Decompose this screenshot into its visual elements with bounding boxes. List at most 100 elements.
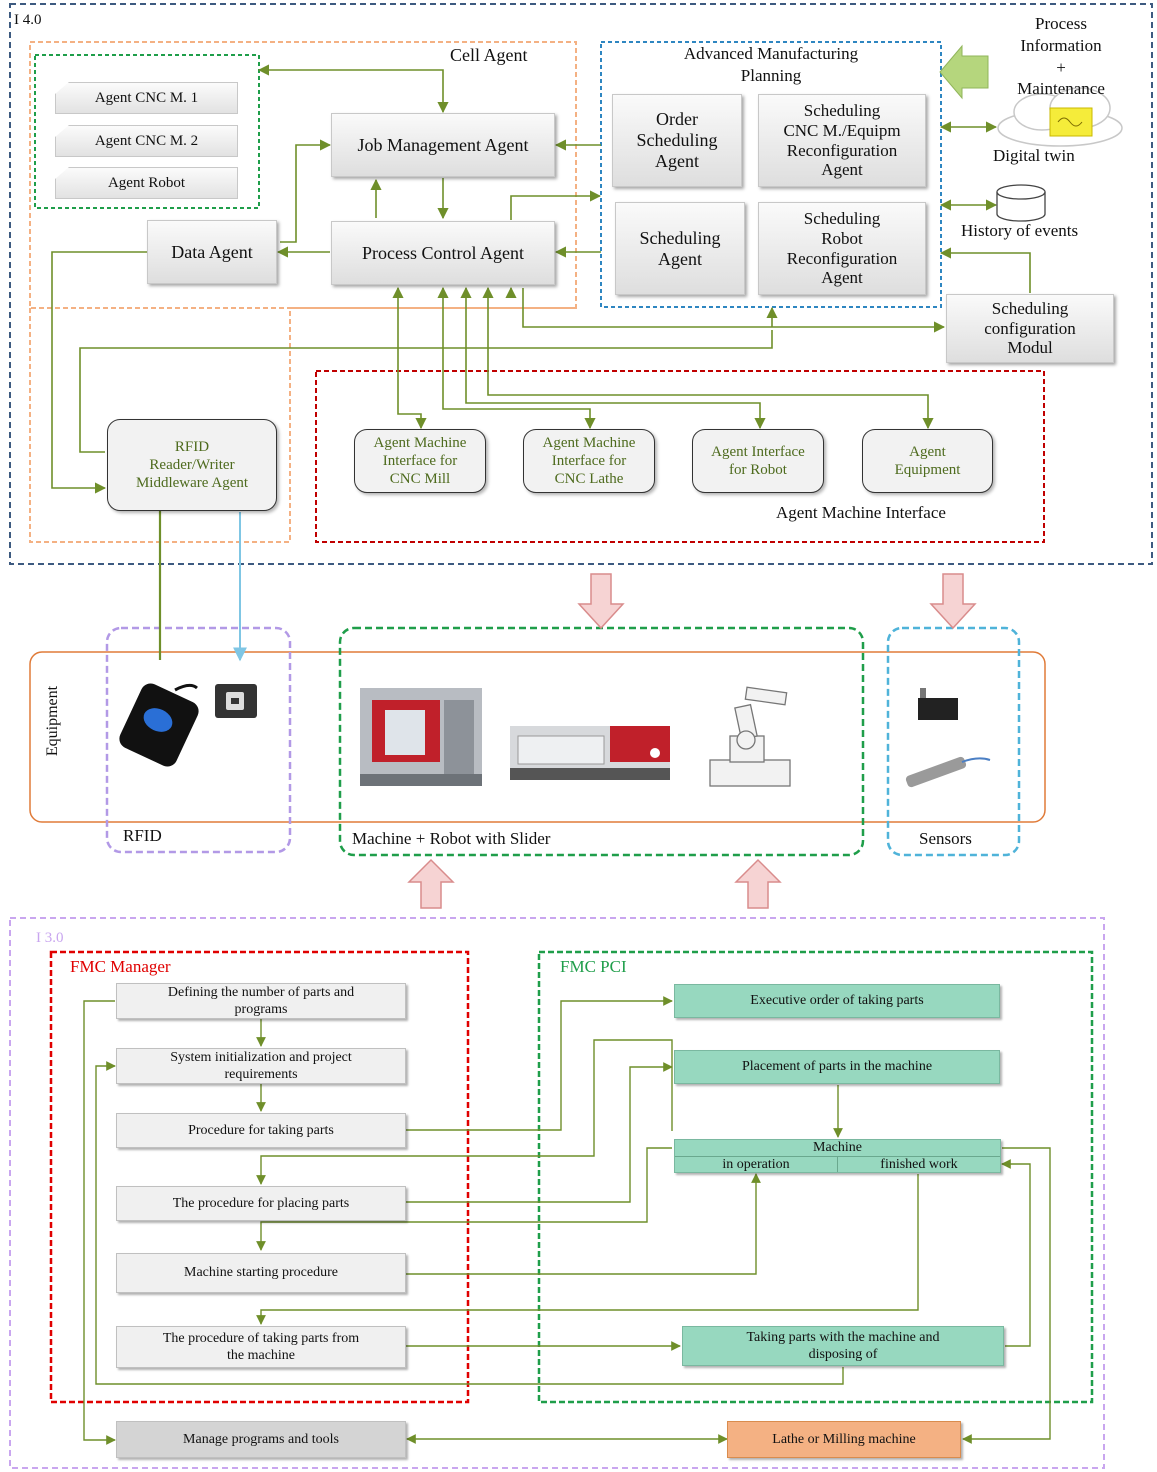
amp-frame xyxy=(600,41,942,308)
cnc-mill-image xyxy=(360,688,482,786)
agent-cnc-m2[interactable]: Agent CNC M. 2 xyxy=(55,125,238,157)
scheduling-cnc-reconfiguration-agent[interactable]: Scheduling CNC M./Equipm Reconfiguration… xyxy=(758,94,926,187)
ami-mill-line3: CNC Mill xyxy=(389,471,451,487)
fmc-manager-title: FMC Manager xyxy=(70,957,171,976)
ms6-line2: the machine xyxy=(226,1348,296,1363)
pi-line4: Maintenance xyxy=(1017,79,1105,99)
ami-robot-line1: Agent Interface xyxy=(711,444,805,460)
ms1-line1: Defining the number of parts and xyxy=(167,984,355,1000)
scm-line1: Scheduling xyxy=(991,299,1069,319)
rfid-tag-image xyxy=(215,684,257,718)
ami-cnc-mill[interactable]: Agent Machine Interface for CNC Mill xyxy=(354,429,486,493)
ami-eq-line2: Equipment xyxy=(894,462,961,478)
data-agent[interactable]: Data Agent xyxy=(147,220,277,284)
digital-twin-label: Digital twin xyxy=(993,146,1075,165)
process-control-agent[interactable]: Process Control Agent xyxy=(331,221,555,285)
rfid-middleware-agent[interactable]: RFID Reader/Writer Middleware Agent xyxy=(107,419,277,511)
amp-title-line1: Advanced Manufacturing xyxy=(683,44,859,63)
amp-title-line2: Planning xyxy=(740,66,802,86)
executive-order-box[interactable]: Executive order of taking parts xyxy=(674,984,1000,1018)
scnc-line2: CNC M./Equipm xyxy=(783,120,901,140)
process-info-arrow xyxy=(939,44,989,100)
sa-line1: Scheduling xyxy=(639,227,721,248)
srobot-line3: Reconfiguration xyxy=(786,248,898,268)
finished-work-label[interactable]: finished work xyxy=(880,1157,958,1172)
ami-lathe-line1: Agent Machine xyxy=(542,435,636,451)
rfid-label: RFID xyxy=(123,826,162,845)
scheduling-configuration-modul[interactable]: Scheduling configuration Modul xyxy=(946,294,1114,363)
history-of-events-label: History of events xyxy=(961,221,1079,240)
cnc-lathe-image xyxy=(510,726,670,780)
agents-list-frame xyxy=(34,54,260,209)
srobot-line2: Robot xyxy=(821,228,863,248)
agent-robot[interactable]: Agent Robot xyxy=(55,167,238,199)
lathe-milling-box[interactable]: Lathe or Milling machine xyxy=(727,1421,961,1458)
machine-label: Machine xyxy=(813,1140,862,1155)
sensors-frame xyxy=(886,626,1021,857)
taking-parts-box[interactable]: Taking parts with the machine and dispos… xyxy=(682,1326,1004,1366)
job-management-agent[interactable]: Job Management Agent xyxy=(331,113,555,177)
srobot-line4: Agent xyxy=(821,268,863,288)
cell-agent-title: Cell Agent xyxy=(450,45,528,65)
rfid-frame xyxy=(105,626,292,854)
manager-step-4[interactable]: The procedure for placing parts xyxy=(116,1186,406,1221)
scheduling-robot-reconfiguration-agent[interactable]: Scheduling Robot Reconfiguration Agent xyxy=(758,202,926,295)
ami-robot-line2: for Robot xyxy=(729,462,787,478)
ami-mill-line1: Agent Machine xyxy=(373,435,467,451)
ami-eq-line1: Agent xyxy=(909,444,946,460)
limit-switch-image xyxy=(918,688,958,720)
osa-line3: Agent xyxy=(655,150,699,171)
robot-arm-image xyxy=(709,686,791,787)
ami-mill-line2: Interface for xyxy=(382,453,458,469)
ami-equipment[interactable]: Agent Equipment xyxy=(862,429,993,493)
manager-step-3[interactable]: Procedure for taking parts xyxy=(116,1113,406,1148)
cell-agent-frame-lower xyxy=(29,307,576,543)
manage-programs-box[interactable]: Manage programs and tools xyxy=(116,1421,406,1458)
ms1-line2: programs xyxy=(234,1002,288,1017)
pink-arrow-down-2 xyxy=(929,573,977,630)
pi-line3: + xyxy=(1056,57,1066,77)
ms2-line2: requirements xyxy=(224,1067,298,1082)
machine-mid-divider xyxy=(837,1156,838,1172)
machine-robot-label: Machine + Robot with Slider xyxy=(352,829,551,848)
placement-box[interactable]: Placement of parts in the machine xyxy=(674,1050,1000,1084)
ami-cnc-lathe[interactable]: Agent Machine Interface for CNC Lathe xyxy=(523,429,655,493)
agent-cnc-m1[interactable]: Agent CNC M. 1 xyxy=(55,82,238,114)
scm-line3: Modul xyxy=(1007,338,1053,358)
process-information-label: Process Information + Maintenance xyxy=(1000,13,1122,100)
scm-line2: configuration xyxy=(984,318,1076,338)
scnc-line1: Scheduling xyxy=(803,101,881,121)
fmc-manager-frame xyxy=(49,950,470,1404)
amp-title: Advanced Manufacturing Planning xyxy=(640,43,902,87)
ami-lathe-line2: Interface for xyxy=(551,453,627,469)
in-operation-label[interactable]: in operation xyxy=(722,1157,790,1172)
scheduling-agent[interactable]: Scheduling Agent xyxy=(615,202,745,295)
order-scheduling-agent[interactable]: Order Scheduling Agent xyxy=(612,94,742,187)
rfid-agent-line2: Reader/Writer xyxy=(149,457,235,473)
database-icon xyxy=(996,184,1046,222)
rfid-agent-line1: RFID xyxy=(174,439,210,455)
pink-arrow-up-1 xyxy=(407,858,455,909)
pi-line1: Process xyxy=(1035,14,1087,33)
pink-arrow-up-2 xyxy=(734,858,782,909)
machine-status-box[interactable]: Machine in operation finished work xyxy=(674,1139,1001,1173)
manager-step-5[interactable]: Machine starting procedure xyxy=(116,1253,406,1293)
ami-robot[interactable]: Agent Interface for Robot xyxy=(692,429,824,493)
manager-step-2[interactable]: System initialization and project requir… xyxy=(116,1048,406,1084)
tp-line2: disposing of xyxy=(808,1347,878,1362)
sensors-label: Sensors xyxy=(919,829,972,848)
manager-step-6[interactable]: The procedure of taking parts from the m… xyxy=(116,1326,406,1368)
i40-frame xyxy=(9,3,1153,565)
srobot-line1: Scheduling xyxy=(803,209,881,229)
i30-frame xyxy=(9,917,1105,1469)
i30-label: I 3.0 xyxy=(36,930,64,946)
scnc-line4: Agent xyxy=(821,160,863,180)
ms6-line1: The procedure of taking parts from xyxy=(162,1330,360,1346)
manager-step-1[interactable]: Defining the number of parts and program… xyxy=(116,983,406,1019)
rfid-agent-line3: Middleware Agent xyxy=(135,475,249,491)
fmc-pci-frame xyxy=(537,950,1094,1404)
tp-line1: Taking parts with the machine and xyxy=(746,1329,940,1345)
pink-arrow-down-1 xyxy=(577,573,625,630)
equipment-label: Equipment xyxy=(44,685,62,757)
